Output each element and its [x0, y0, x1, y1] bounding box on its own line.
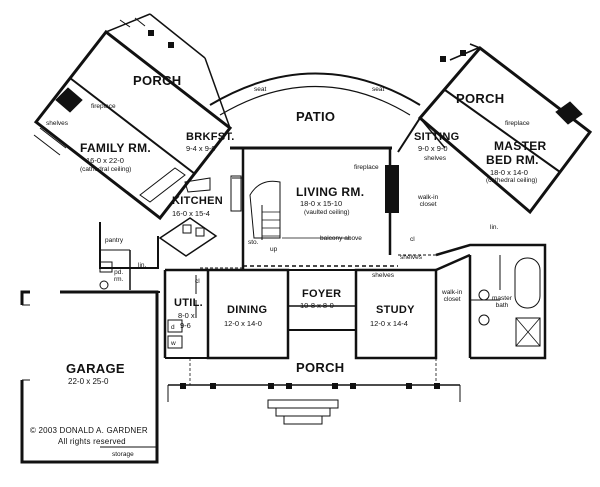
porch-right-label: PORCH	[456, 91, 505, 106]
brkfst-label: BRKFST.	[186, 131, 235, 143]
shelves-sitting-note: shelves	[424, 155, 447, 162]
kitchen-dim: 16-0 x 15-4	[172, 209, 210, 218]
cl-util-note: cl	[195, 278, 200, 285]
shelves-right-note: shelves	[400, 254, 423, 261]
dining-label: DINING	[227, 304, 268, 316]
balcony-note: balcony above	[320, 235, 362, 242]
seat-left-note: seat	[254, 86, 267, 93]
up-note: up	[270, 246, 278, 253]
family-room-note: (cathedral ceiling)	[80, 166, 132, 173]
living-room-dim: 18-0 x 15-10	[300, 199, 343, 208]
front-porch	[167, 358, 461, 425]
master-note: (cathedral ceiling)	[486, 177, 538, 184]
copyright-line-1: © 2003 DONALD A. GARDNER	[30, 426, 148, 435]
util-dim-2: 9-6	[180, 321, 191, 330]
left-wing-walls	[33, 13, 233, 221]
lin-left-note: lin.	[138, 262, 147, 269]
master-bath-walls	[435, 243, 547, 360]
study-label: STUDY	[376, 304, 415, 316]
porch-posts	[148, 30, 466, 62]
util-dim-1: 8-0 x	[178, 311, 195, 320]
porch-front-label: PORCH	[296, 360, 345, 375]
interior-lines	[200, 237, 436, 269]
fireplace-right-note: fireplace	[505, 120, 530, 127]
garage-dim: 22-0 x 25-0	[68, 377, 109, 386]
sto-note: sto.	[248, 239, 259, 246]
service-walls	[90, 222, 160, 293]
walkin-closet-1-note: walk-in closet	[418, 194, 439, 208]
walkin-closet-2-note: walk-in closet	[442, 289, 463, 303]
kitchen-label: KITCHEN	[172, 195, 223, 207]
family-room-dim: 16-0 x 22-0	[86, 156, 124, 165]
master-dim: 18-0 x 14-0	[490, 168, 528, 177]
foyer-label: FOYER	[302, 288, 342, 300]
kitchen-fixtures	[139, 167, 218, 257]
sitting-dim: 9-0 x 9-0	[418, 144, 448, 153]
living-room-label: LIVING RM.	[296, 185, 365, 199]
porch-left-label: PORCH	[133, 73, 182, 88]
front-rooms-walls	[163, 253, 472, 360]
master-label-1: MASTER	[494, 139, 547, 153]
shelves-left-note: shelves	[46, 120, 69, 127]
family-room-label: FAMILY RM.	[80, 141, 152, 155]
patio-label: PATIO	[296, 109, 336, 124]
copyright-line-2: All rights reserved	[58, 437, 126, 446]
patio-arc	[209, 72, 421, 116]
master-label-2: BED RM.	[486, 153, 539, 167]
study-dim: 12-0 x 14-4	[370, 319, 408, 328]
util-label: UTIL.	[174, 297, 203, 309]
dining-dim: 12-0 x 14-0	[224, 319, 262, 328]
w-note: w	[171, 340, 176, 347]
right-wing-walls	[397, 43, 593, 215]
pantry-note: pantry	[105, 237, 124, 244]
pd-rm-note: pd. rm.	[114, 269, 124, 283]
shelves-study-note: shelves	[372, 272, 395, 279]
garage-walls	[20, 290, 159, 464]
d-note: d	[171, 324, 175, 331]
master-bath-note: master bath	[492, 295, 512, 309]
storage-note: storage	[112, 451, 134, 458]
brkfst-dim: 9-4 x 9-0	[186, 144, 216, 153]
lin-right-note: lin.	[490, 224, 499, 231]
living-room-note: (vaulted ceiling)	[304, 209, 350, 216]
foyer-dim: 10-8 x 8-0	[300, 301, 334, 310]
cl-right-note: cl	[410, 236, 415, 243]
central-walls	[230, 146, 399, 270]
fireplace-left-note: fireplace	[91, 103, 116, 110]
garage-label: GARAGE	[66, 361, 125, 376]
sitting-label: SITTING	[414, 131, 460, 143]
fireplace-living-note: fireplace	[354, 164, 379, 171]
seat-right-note: seat	[372, 86, 385, 93]
